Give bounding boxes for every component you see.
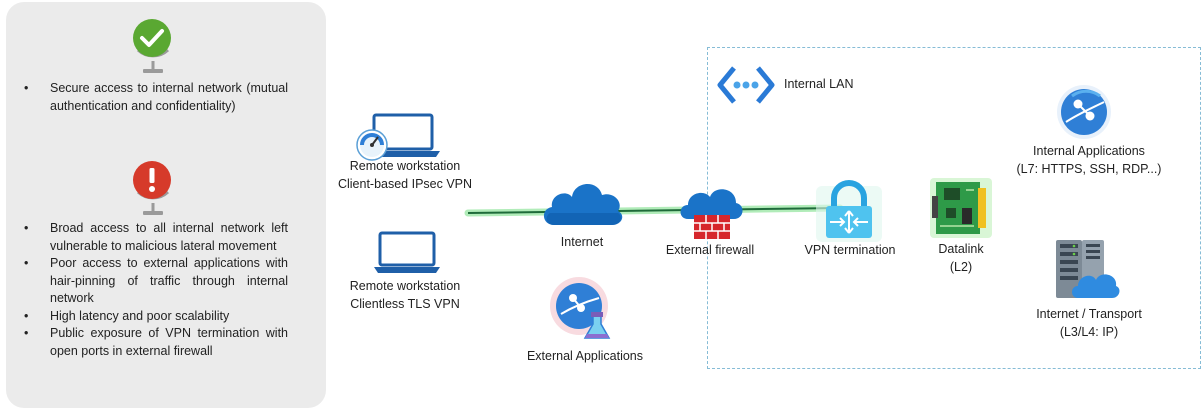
transport-label-line1: Internet / Transport [1036, 307, 1142, 321]
alert-globe-icon [133, 161, 171, 215]
internal-apps-icon [1057, 85, 1111, 139]
cons-item: Broad access to all internal network lef… [22, 220, 288, 255]
tls-label-line2: Clientless TLS VPN [350, 297, 460, 311]
internal-lan-label: Internal LAN [784, 77, 854, 91]
pros-list: Secure access to internal network (mutua… [22, 80, 288, 115]
vpn-termination-label: VPN termination [804, 243, 896, 257]
cons-item: Poor access to external applications wit… [22, 255, 288, 308]
tls-workstation-label: Remote workstation Clientless TLS VPN [330, 277, 480, 313]
tls-label-line1: Remote workstation [349, 279, 461, 293]
external-apps-icon [550, 277, 611, 339]
datalink-label-line1: Datalink [938, 242, 984, 256]
transport-label: Internet / Transport (L3/L4: IP) [1004, 305, 1174, 341]
internet-label: Internet [560, 235, 604, 249]
cons-list: Broad access to all internal network lef… [22, 220, 288, 360]
transport-label-line2: (L3/L4: IP) [1059, 325, 1119, 339]
transport-servers-icon [1056, 240, 1120, 298]
internal-apps-label-line1: Internal Applications [1033, 144, 1145, 158]
ipsec-label-line2: Client-based IPsec VPN [337, 177, 473, 191]
external-apps-label: External Applications [526, 349, 644, 363]
ipsec-workstation-label: Remote workstation Client-based IPsec VP… [330, 157, 480, 193]
datalink-label: Datalink (L2) [911, 240, 1011, 276]
datalink-icon [930, 178, 992, 238]
ipsec-label-line1: Remote workstation [349, 159, 461, 173]
firewall-label: External firewall [665, 243, 755, 257]
internal-lan-icon [717, 66, 775, 104]
laptop-ipsec-icon [356, 113, 440, 161]
internal-apps-label: Internal Applications (L7: HTTPS, SSH, R… [1004, 142, 1174, 178]
cons-item: High latency and poor scalability [22, 308, 288, 326]
firewall-icon [680, 189, 743, 239]
cons-item: Public exposure of VPN termination with … [22, 325, 288, 360]
pros-item: Secure access to internal network (mutua… [22, 80, 288, 115]
datalink-label-line2: (L2) [949, 260, 973, 274]
vpn-lock-icon [816, 180, 882, 242]
check-globe-icon [133, 19, 171, 73]
internet-cloud-icon [543, 183, 623, 225]
internal-apps-label-line2: (L7: HTTPS, SSH, RDP...) [1016, 162, 1162, 176]
laptop-tls-icon [374, 231, 440, 273]
